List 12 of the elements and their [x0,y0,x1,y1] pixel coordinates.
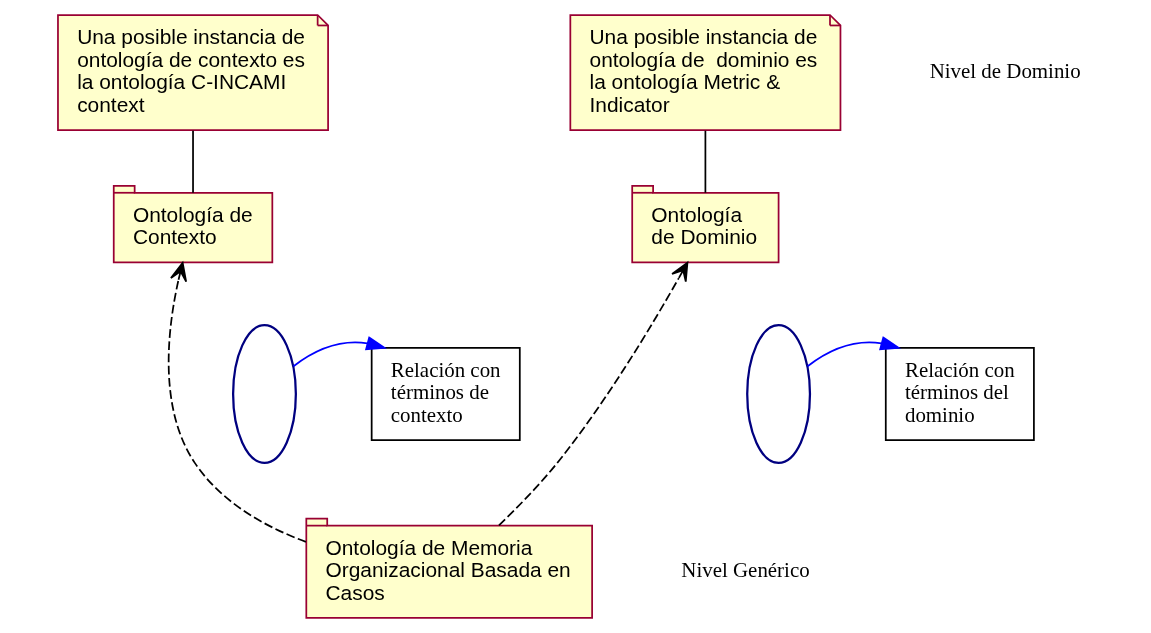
label: Nivel Genérico [680,558,810,583]
connector [704,129,706,194]
node-ellipse [231,324,297,465]
connector [191,129,194,194]
arrow [167,262,307,543]
arrow [292,336,387,368]
arrow [806,336,901,368]
node-ellipse [745,324,811,465]
arrow [497,261,688,527]
node-box: Relación con términos de contexto [370,347,521,442]
node-box: Relación con términos del dominio [884,347,1035,442]
label: Nivel de Dominio [929,58,1081,83]
